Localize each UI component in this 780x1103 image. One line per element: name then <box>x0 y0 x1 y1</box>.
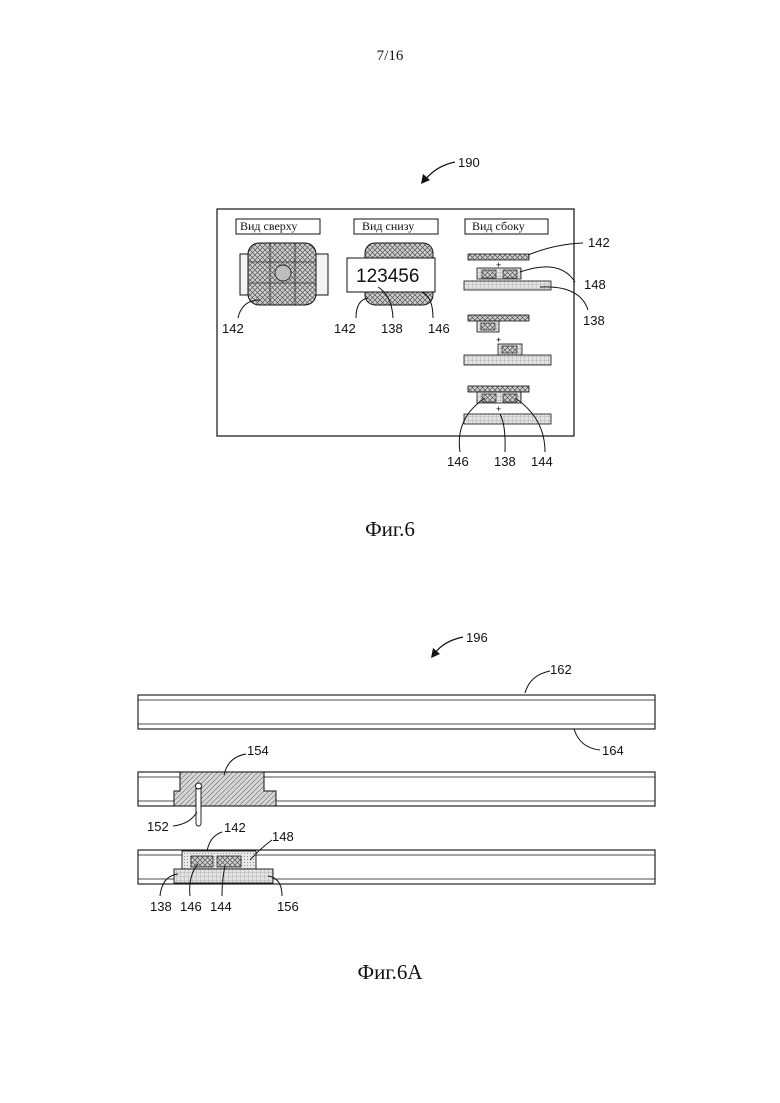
leader-side-142 <box>528 243 583 255</box>
ref-190: 190 <box>458 155 480 170</box>
side-stack-2: + <box>464 315 551 365</box>
laminate-layer-3 <box>138 850 655 884</box>
leader-side-148 <box>520 267 575 282</box>
label-162: 162 <box>550 662 572 677</box>
label-bottom-138: 138 <box>381 321 403 336</box>
label-152: 152 <box>147 819 169 834</box>
display-number: 123456 <box>356 266 419 287</box>
label-side-138b: 138 <box>494 454 516 469</box>
leader-bottom-142 <box>356 298 368 318</box>
label-156: 156 <box>277 899 299 914</box>
leader-142 <box>207 832 222 851</box>
label-142: 142 <box>224 820 246 835</box>
label-164: 164 <box>602 743 624 758</box>
label-side-148: 148 <box>584 277 606 292</box>
label-138: 138 <box>150 899 172 914</box>
fig6: 190 Вид сверху Вид снизу Вид сбоку 142 1… <box>217 155 610 469</box>
leader-side-146 <box>459 398 485 452</box>
label-bottom-146: 146 <box>428 321 450 336</box>
fig6a: 196 162 164 154 152 <box>138 630 655 914</box>
label-bottom-142: 142 <box>334 321 356 336</box>
laminate-layer-2 <box>138 772 655 826</box>
label-154: 154 <box>247 743 269 758</box>
leader-164 <box>574 729 600 750</box>
label-144: 144 <box>210 899 232 914</box>
bottom-view-chip: 123456 <box>347 243 435 305</box>
svg-text:+: + <box>496 404 501 414</box>
view-bottom-label: Вид снизу <box>362 219 414 233</box>
label-side-144: 144 <box>531 454 553 469</box>
label-top-142: 142 <box>222 321 244 336</box>
leader-162 <box>525 671 550 693</box>
label-side-138: 138 <box>583 313 605 328</box>
label-side-146: 146 <box>447 454 469 469</box>
ref-196: 196 <box>466 630 488 645</box>
label-148: 148 <box>272 829 294 844</box>
leader-152 <box>173 812 197 826</box>
ref-190-arrow <box>425 162 455 180</box>
leader-side-144 <box>515 398 545 452</box>
svg-text:+: + <box>496 335 501 345</box>
label-146: 146 <box>180 899 202 914</box>
ref-196-arrow <box>435 637 463 653</box>
label-side-142: 142 <box>588 235 610 250</box>
fig6a-caption: Фиг.6A <box>0 960 780 985</box>
fig6-caption: Фиг.6 <box>0 517 780 542</box>
laminate-layer-1 <box>138 695 655 729</box>
side-stack-1: + <box>464 254 551 290</box>
top-view-chip <box>240 243 328 305</box>
side-stack-3: + <box>464 386 551 424</box>
view-top-label: Вид сверху <box>240 219 297 233</box>
view-side-label: Вид сбоку <box>472 219 525 233</box>
